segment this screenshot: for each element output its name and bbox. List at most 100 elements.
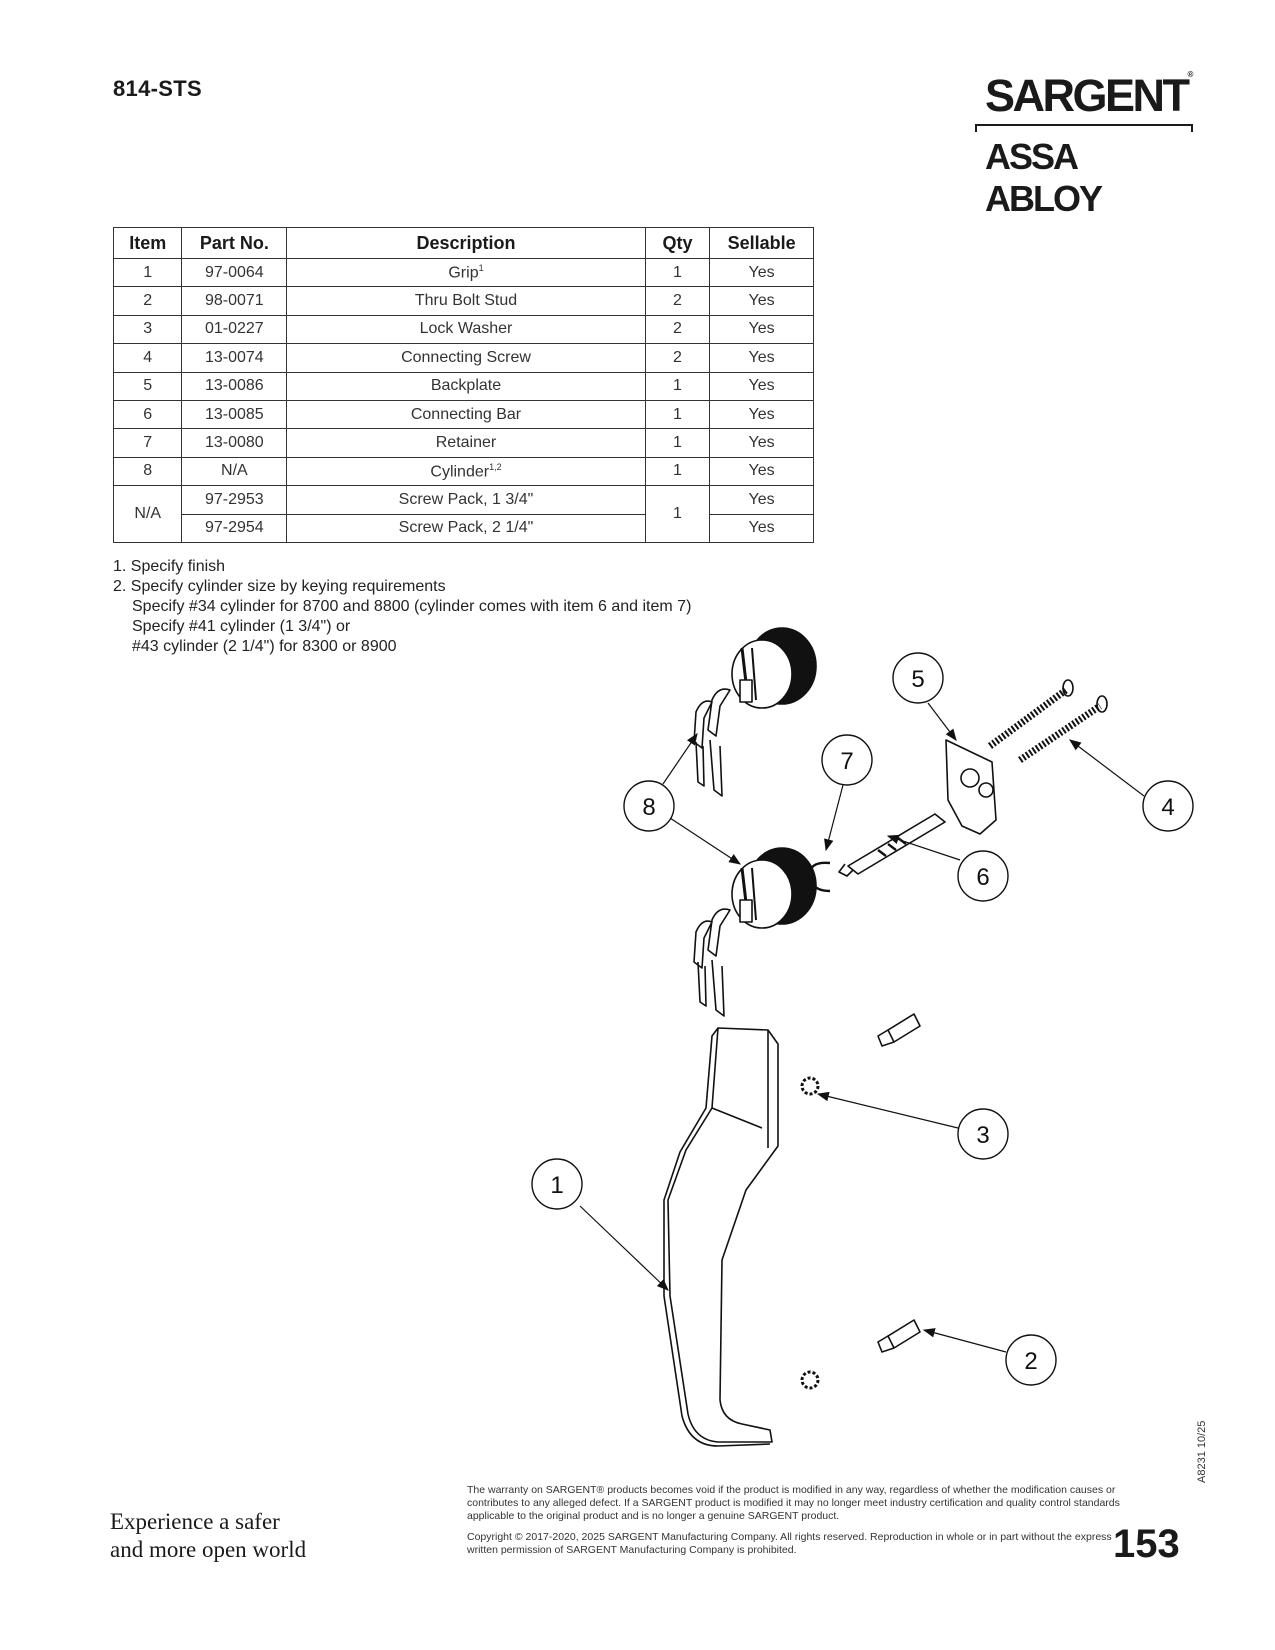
table-row: 8 N/A Cylinder1,2 1 Yes <box>112 456 814 487</box>
cell-item: N/A <box>112 485 183 543</box>
svg-text:4: 4 <box>1161 794 1174 821</box>
cell-qty: 1 <box>644 371 711 401</box>
cell-item: 8 <box>112 456 183 487</box>
cell-sellable: Yes <box>709 428 814 458</box>
cell-sellable: Yes <box>709 399 814 430</box>
cell-desc: Lock Washer <box>286 314 646 345</box>
logo-bracket <box>975 124 1193 132</box>
cylinder-upper-illustration <box>693 627 817 797</box>
cell-sellable: Yes <box>709 456 814 487</box>
cell-sellable: Yes <box>709 314 814 345</box>
document-code: A8231 10/25 <box>1196 1420 1208 1483</box>
cell-qty: 1 <box>644 399 711 430</box>
callout-3: 3 <box>957 1108 1009 1160</box>
svg-text:8: 8 <box>642 794 655 821</box>
note-2-detail-a: Specify #34 cylinder for 8700 and 8800 (… <box>132 598 692 615</box>
sargent-assa-abloy-logo: SARGENT® ASSA ABLOY <box>975 70 1195 219</box>
table-row: 5 13-0086 Backplate 1 Yes <box>112 371 814 401</box>
callout-5: 5 <box>892 652 944 704</box>
leader-4 <box>1069 739 1145 797</box>
retainer-illustration <box>808 861 831 893</box>
tagline: Experience a safer and more open world <box>110 1509 307 1562</box>
note-2-detail-b: Specify #41 cylinder (1 3/4") or <box>132 618 351 635</box>
cell-item: 7 <box>112 428 183 458</box>
thru-bolt-stud-upper-illustration <box>877 1013 921 1047</box>
svg-text:6: 6 <box>976 864 989 891</box>
connecting-screws-illustration <box>987 679 1108 763</box>
cell-qty: 1 <box>644 428 711 458</box>
callout-1: 1 <box>531 1158 583 1210</box>
parts-table: Item Part No. Description Qty Sellable 1… <box>112 227 814 543</box>
cell-desc: Cylinder1,2 <box>286 456 646 487</box>
leader-7 <box>824 784 844 852</box>
leader-8-upper <box>662 733 698 785</box>
cylinder-lower-illustration <box>693 847 817 1017</box>
connecting-bar-illustration <box>838 813 946 877</box>
cell-part: 01-0227 <box>181 314 288 345</box>
lock-washer-upper-illustration <box>800 1076 820 1096</box>
cell-desc: Retainer <box>286 428 646 458</box>
cell-sellable: Yes <box>709 257 814 288</box>
cell-qty: 2 <box>644 314 711 345</box>
cell-desc: Connecting Screw <box>286 343 646 373</box>
cell-part: N/A <box>181 456 288 487</box>
copyright-text: Copyright © 2017-2020, 2025 SARGENT Manu… <box>467 1531 1112 1556</box>
callout-7: 7 <box>821 734 873 786</box>
warranty-text: The warranty on SARGENT® products become… <box>467 1484 1120 1522</box>
callout-8: 8 <box>623 780 675 832</box>
svg-text:1: 1 <box>550 1172 563 1199</box>
table-row: 7 13-0080 Retainer 1 Yes <box>112 428 814 458</box>
grip-illustration <box>663 1027 779 1447</box>
legal-text: The warranty on SARGENT® products become… <box>467 1484 1132 1565</box>
cell-part: 97-0064 <box>181 257 288 288</box>
logo-assa-abloy: ASSA ABLOY <box>985 136 1103 219</box>
cell-part: 13-0086 <box>181 371 288 401</box>
header-part-no: Part No. <box>181 227 288 259</box>
note-1: 1. Specify finish <box>113 558 226 575</box>
cell-desc: Connecting Bar <box>286 399 646 430</box>
thru-bolt-stud-lower-illustration <box>877 1319 921 1353</box>
backplate-illustration <box>945 739 997 835</box>
cell-sellable: Yes <box>709 371 814 401</box>
header-description: Description <box>286 227 646 259</box>
cell-item: 1 <box>112 257 183 288</box>
cell-desc: Grip1 <box>286 257 646 288</box>
header-sellable: Sellable <box>709 227 814 259</box>
table-body: 1 97-0064 Grip1 1 Yes 2 98-0071 Thru Bol… <box>112 257 814 543</box>
header-qty: Qty <box>644 227 711 259</box>
cell-part: 98-0071 <box>181 286 288 316</box>
cell-item: 6 <box>112 399 183 430</box>
cell-part: 13-0074 <box>181 343 288 373</box>
svg-text:3: 3 <box>976 1122 989 1149</box>
callout-6: 6 <box>957 850 1009 902</box>
cell-item: 3 <box>112 314 183 345</box>
cell-desc: Screw Pack, 2 1/4" <box>286 513 646 543</box>
cell-qty: 1 <box>644 485 711 543</box>
note-2: 2. Specify cylinder size by keying requi… <box>113 578 446 595</box>
svg-text:7: 7 <box>840 748 853 775</box>
leader-8-lower <box>669 817 742 865</box>
cell-item: 2 <box>112 286 183 316</box>
leader-5 <box>927 702 957 741</box>
cell-desc: Backplate <box>286 371 646 401</box>
table-row: 2 98-0071 Thru Bolt Stud 2 Yes <box>112 286 814 316</box>
cell-part: 13-0085 <box>181 399 288 430</box>
svg-text:5: 5 <box>911 666 924 693</box>
table-row: 6 13-0085 Connecting Bar 1 Yes <box>112 399 814 430</box>
callout-2: 2 <box>1005 1334 1057 1386</box>
leader-1 <box>579 1205 669 1291</box>
cell-item: 5 <box>112 371 183 401</box>
cell-part: 13-0080 <box>181 428 288 458</box>
table-header-row: Item Part No. Description Qty Sellable <box>112 227 814 259</box>
cell-sellable: Yes <box>709 485 814 515</box>
leader-2 <box>922 1328 1007 1353</box>
cell-qty: 1 <box>644 456 711 487</box>
note-2-detail-c: #43 cylinder (2 1/4") for 8300 or 8900 <box>132 638 397 655</box>
logo-sargent: SARGENT® <box>985 70 1194 121</box>
header-item: Item <box>112 227 183 259</box>
cell-desc: Thru Bolt Stud <box>286 286 646 316</box>
model-title: 814-STS <box>113 76 202 101</box>
cell-desc: Screw Pack, 1 3/4" <box>286 485 646 515</box>
table-row: 97-2954 Screw Pack, 2 1/4" Yes <box>114 513 814 543</box>
